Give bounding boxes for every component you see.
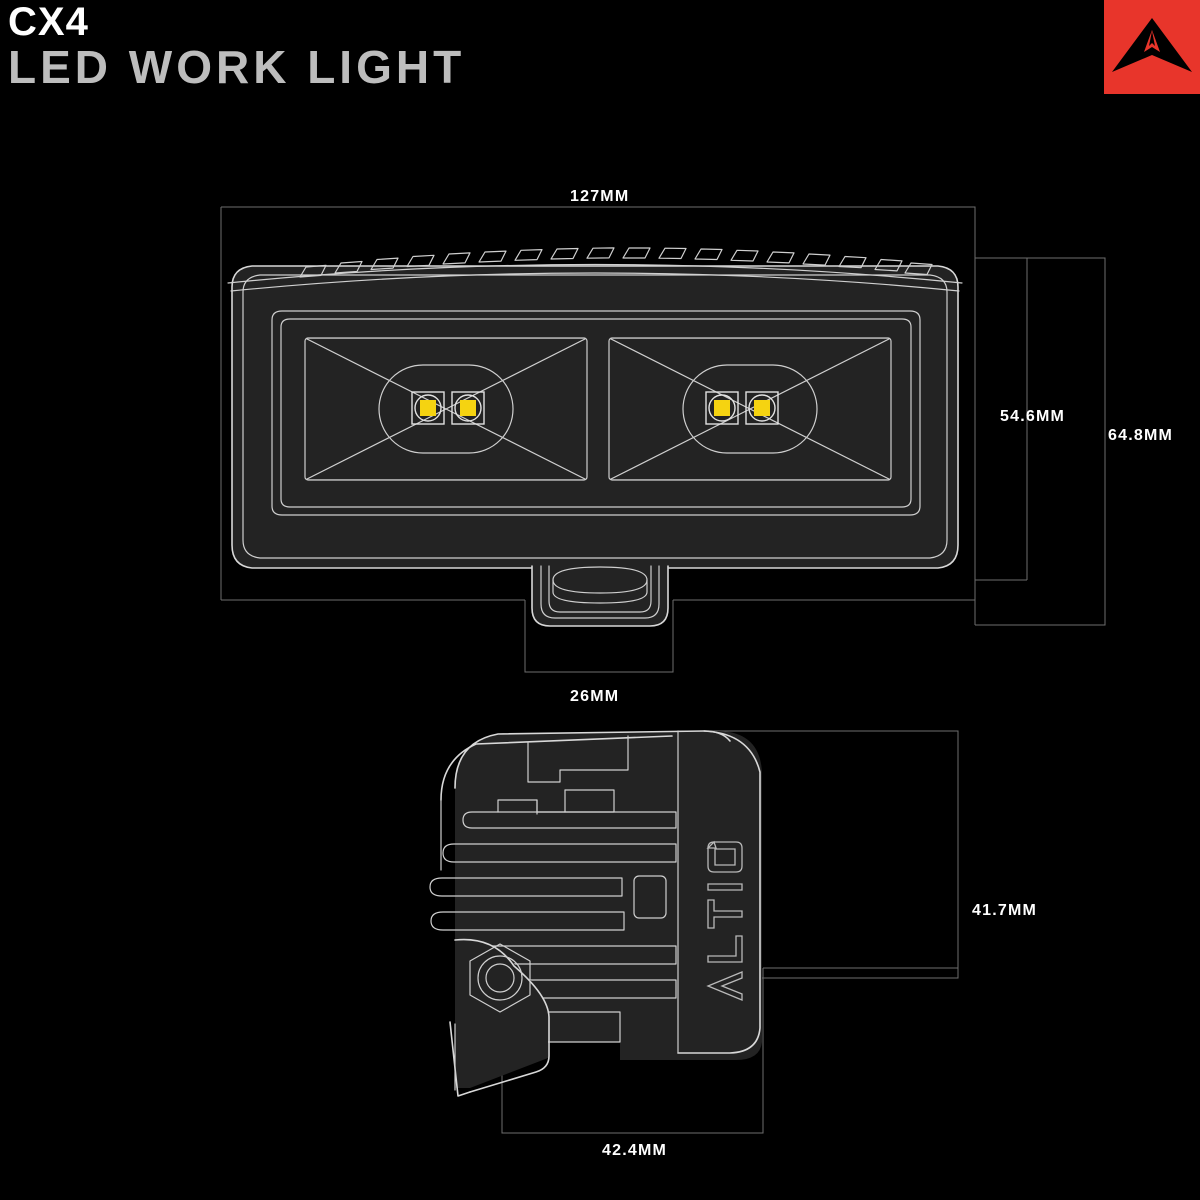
- front-view-light: [227, 247, 963, 627]
- reflector-right: [608, 337, 892, 481]
- side-view-light: [429, 730, 762, 1097]
- dim-label-width: 127MM: [570, 188, 630, 205]
- dim-label-depth-height: 41.7MM: [972, 902, 1037, 919]
- mount-bracket-side: [449, 938, 550, 1097]
- title-block: CX4 LED WORK LIGHT: [0, 0, 465, 92]
- led-chip: [451, 391, 485, 425]
- dim-label-overall-height: 64.8MM: [1108, 427, 1173, 444]
- dimension-lines-front: [220, 206, 1106, 673]
- reflector-left: [304, 337, 588, 481]
- dim-label-bracket-width: 26MM: [570, 688, 620, 705]
- led-chip: [411, 391, 445, 425]
- brand-text-altiq: [706, 840, 743, 1001]
- mount-bracket-front: [531, 565, 669, 627]
- page-title-model: CX4: [8, 0, 89, 44]
- heat-sink-fins: [227, 247, 963, 292]
- page-title-subtitle: LED WORK LIGHT: [8, 41, 466, 93]
- altiq-chevron-icon: [1112, 18, 1192, 72]
- led-chip: [745, 391, 779, 425]
- dim-label-lens-height: 54.6MM: [1000, 408, 1065, 425]
- hex-bolt-icon: [469, 943, 531, 1013]
- dim-label-depth-width: 42.4MM: [602, 1142, 667, 1159]
- led-chip: [705, 391, 739, 425]
- brand-logo: [1104, 0, 1200, 94]
